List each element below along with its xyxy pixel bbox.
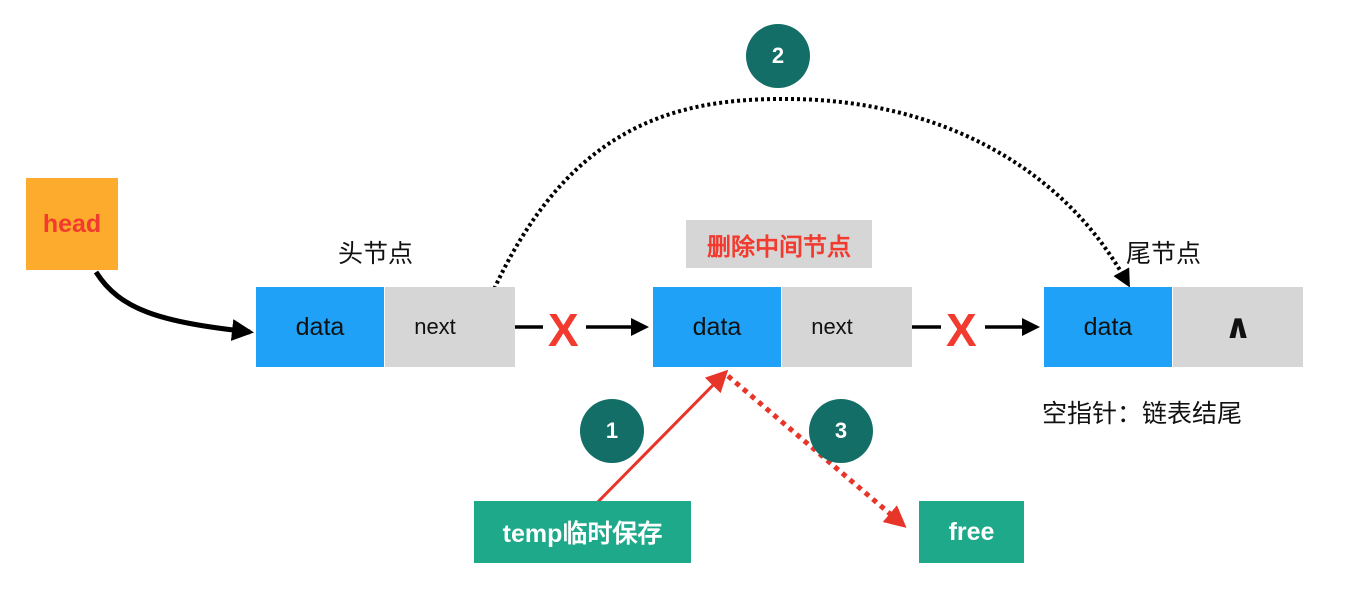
step-2-badge: 2 [746, 24, 810, 88]
temp-save-box: temp临时保存 [474, 501, 691, 563]
delete-middle-node-text: 删除中间节点 [707, 233, 851, 261]
step-1-badge: 1 [580, 399, 644, 463]
node-next-text: next [414, 314, 456, 339]
step-number: 2 [771, 43, 785, 68]
null-pointer-symbol: ∧ [1224, 308, 1252, 346]
free-box: free [919, 501, 1024, 563]
broken-link-x-icon: X [946, 304, 977, 356]
node-next-cell: next [385, 287, 515, 367]
null-pointer-note: 空指针：链表结尾 [1042, 400, 1243, 428]
node-data-text: data [295, 312, 345, 341]
step-number: 3 [834, 418, 848, 443]
delete-middle-node-label: 删除中间节点 [686, 220, 872, 268]
step-2-bypass-arrow [478, 96, 1130, 323]
node-data-cell: data [256, 287, 384, 367]
node-data-cell: data [653, 287, 781, 367]
node-next-text: next [811, 314, 853, 339]
tail-node-label: 尾节点 [1126, 240, 1202, 268]
head-pointer-box: head [26, 178, 118, 270]
broken-link-x-icon: X [548, 304, 579, 356]
node-null-cell: ∧ [1173, 287, 1303, 367]
node-data-text: data [1083, 312, 1133, 341]
head-node-label: 头节点 [338, 240, 414, 268]
node-data-cell: data [1044, 287, 1172, 367]
step-number: 1 [605, 418, 619, 443]
step-1-temp-arrow [586, 369, 729, 514]
free-label: free [948, 517, 995, 546]
head-pointer-arrow [93, 270, 254, 341]
node-next-cell: next [782, 287, 912, 367]
node-data-text: data [692, 312, 742, 341]
step-3-badge: 3 [809, 399, 873, 463]
head-label: head [42, 209, 102, 238]
temp-save-label: temp临时保存 [502, 520, 663, 548]
